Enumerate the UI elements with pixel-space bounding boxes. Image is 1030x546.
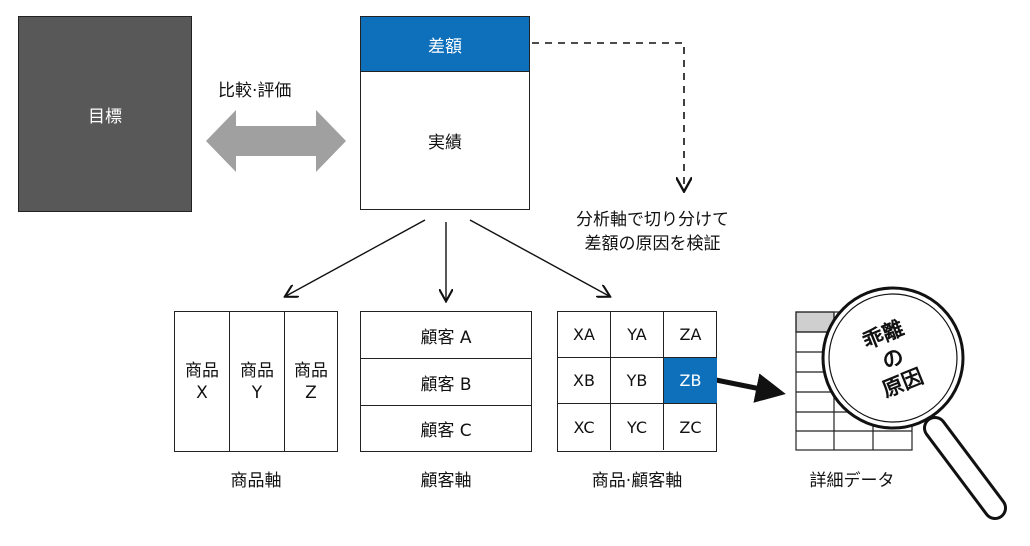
note-line-2: 差額の原因を検証 [584, 234, 721, 254]
arrow-zb-to-detail [715, 373, 786, 403]
product-column-line2: X [196, 382, 208, 403]
cross-cell: XB [558, 358, 611, 404]
cross-cell: YA [611, 312, 664, 358]
cross-axis-grid: XA YA ZA XB YB ZB XC YC ZC [557, 311, 717, 452]
cross-cell: YB [611, 358, 664, 404]
actual-label-area: 実績 [361, 71, 529, 209]
compare-double-arrow [206, 110, 346, 172]
cross-cell: XA [558, 312, 611, 358]
product-column: 商品 Y [230, 312, 285, 451]
diff-bar: 差額 [361, 17, 529, 72]
cross-cell: YC [611, 404, 664, 450]
product-column-line2: Y [251, 382, 263, 403]
cross-axis-caption: 商品·顧客軸 [591, 471, 683, 491]
cross-cell: XC [558, 404, 611, 450]
product-axis-grid: 商品 X 商品 Y 商品 Z [174, 311, 338, 452]
target-label: 目標 [88, 106, 122, 127]
cross-cell: ZA [664, 312, 717, 358]
customer-row: 顧客 B [361, 359, 531, 406]
product-column: 商品 X [175, 312, 230, 451]
product-column-line2: Z [305, 382, 317, 403]
magnifier-icon [821, 286, 1007, 520]
actual-label: 実績 [428, 132, 462, 153]
diff-label: 差額 [428, 36, 462, 57]
arrow-to-cross-axis [469, 219, 609, 296]
detail-caption: 詳細データ [809, 471, 895, 491]
actual-box: 差額 実績 [360, 16, 530, 210]
dashed-connector [532, 42, 684, 190]
customer-axis-grid: 顧客 A 顧客 B 顧客 C [360, 311, 532, 452]
customer-row: 顧客 A [361, 312, 531, 359]
product-column-line1: 商品 [294, 360, 328, 381]
product-axis-caption: 商品軸 [230, 471, 282, 491]
target-box: 目標 [18, 16, 192, 212]
cross-cell: ZC [679, 417, 702, 437]
product-column: 商品 Z [285, 312, 337, 451]
note-line-1: 分析軸で切り分けて [576, 210, 729, 230]
cross-cell-highlighted: ZB [664, 358, 717, 404]
analysis-note: 分析軸で切り分けて 差額の原因を検証 [576, 208, 729, 256]
arrow-to-product-axis [286, 219, 426, 296]
customer-row: 顧客 C [420, 420, 472, 441]
customer-axis-caption: 顧客軸 [420, 471, 472, 491]
product-column-line1: 商品 [185, 360, 219, 381]
compare-label: 比較·評価 [218, 81, 292, 101]
product-column-line1: 商品 [240, 360, 274, 381]
